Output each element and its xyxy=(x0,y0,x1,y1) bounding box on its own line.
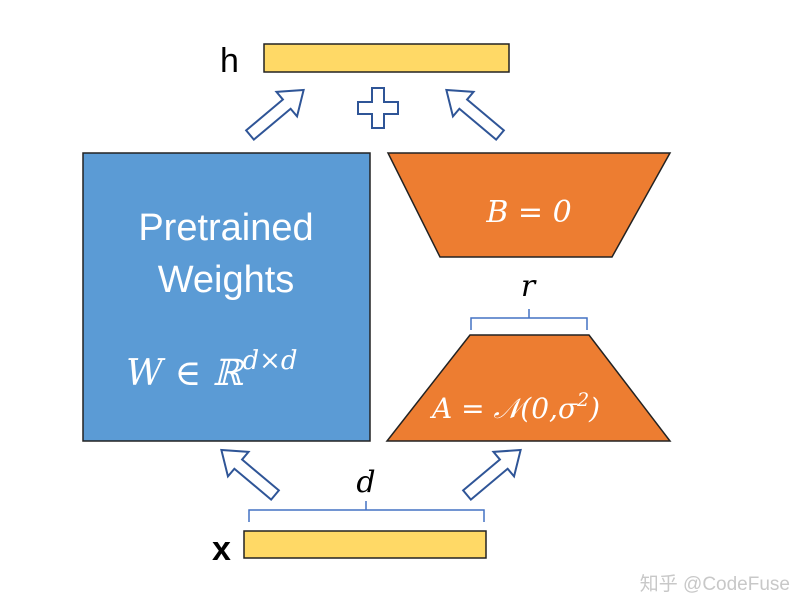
x-label: x xyxy=(212,530,231,568)
r-label: r xyxy=(521,269,537,304)
plus-icon xyxy=(357,87,399,129)
arrow-x-to-a xyxy=(461,448,522,502)
x-vector xyxy=(243,530,487,559)
h-label: h xyxy=(220,42,239,80)
arrow-x-to-pretrained xyxy=(220,448,281,502)
pretrained-title-line1: Pretrained xyxy=(138,207,313,249)
pretrained-weights-block xyxy=(82,152,371,442)
a-formula: A = 𝒩(0,σ2) xyxy=(429,389,600,425)
d-label: d xyxy=(356,465,375,500)
r-brace xyxy=(470,309,588,330)
w-formula: W ∈ ℝd×d xyxy=(126,346,298,394)
arrow-pretrained-to-h xyxy=(244,88,305,142)
lora-a-block xyxy=(385,334,672,442)
pretrained-title-line2: Weights xyxy=(158,259,295,301)
watermark: 知乎 @CodeFuse xyxy=(640,573,790,595)
arrow-b-to-h xyxy=(445,88,506,142)
d-brace xyxy=(248,501,485,522)
h-vector xyxy=(263,43,510,73)
b-formula: B = 0 xyxy=(485,195,571,230)
lora-b-block xyxy=(386,152,672,258)
